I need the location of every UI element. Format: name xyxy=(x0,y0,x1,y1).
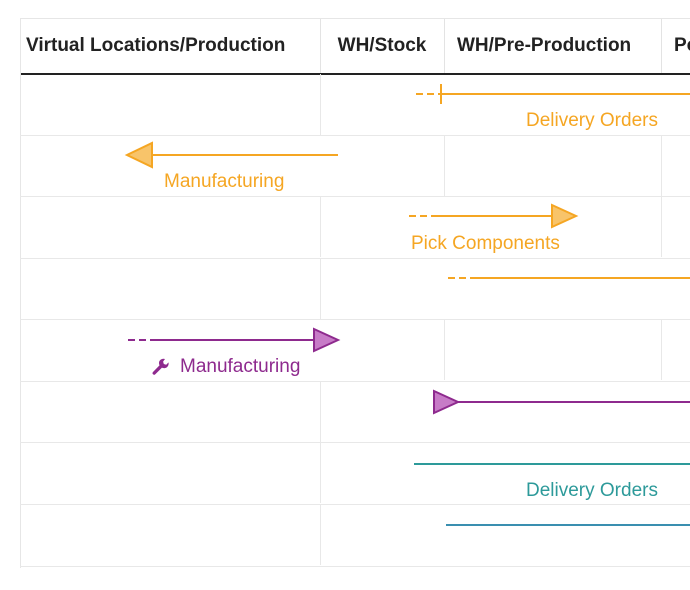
wrench-icon xyxy=(152,358,169,375)
cell-divider xyxy=(320,381,321,442)
route-pick-components: Pick Components xyxy=(409,203,579,254)
cell-divider xyxy=(661,196,662,257)
header-divider xyxy=(661,19,662,73)
row-divider xyxy=(20,196,690,197)
cell-divider xyxy=(320,196,321,257)
route-purple-continuation xyxy=(433,389,690,415)
route-manufacturing-2: Manufacturing xyxy=(128,327,341,377)
route-arrows: Delivery Orders Manufacturing Pick Compo… xyxy=(124,84,690,526)
arrowhead-right-icon xyxy=(551,203,579,229)
row-divider xyxy=(20,442,690,443)
cell-divider xyxy=(320,442,321,503)
route-label: Delivery Orders xyxy=(526,110,658,131)
row-divider xyxy=(20,319,690,320)
route-label: Manufacturing xyxy=(164,171,284,192)
column-header-wh-stock: WH/Stock xyxy=(337,35,427,56)
column-header-row: Virtual Locations/Production WH/Stock WH… xyxy=(20,18,690,75)
column-header-wh-pre-production: WH/Pre-Production xyxy=(457,35,632,56)
row-divider xyxy=(20,135,690,136)
row-divider xyxy=(20,258,690,259)
cell-divider xyxy=(444,135,445,196)
cell-divider xyxy=(320,258,321,319)
arrowhead-left-icon xyxy=(124,141,153,169)
table-left-border xyxy=(20,18,21,568)
route-diagram: Virtual Locations/Production WH/Stock WH… xyxy=(20,18,690,568)
cell-divider xyxy=(661,135,662,196)
cell-divider xyxy=(661,319,662,380)
route-label: Manufacturing xyxy=(180,356,300,377)
route-manufacturing-1: Manufacturing xyxy=(124,141,338,192)
row-divider xyxy=(20,381,690,382)
route-delivery-orders-top: Delivery Orders xyxy=(416,84,690,131)
arrowhead-right-icon xyxy=(313,327,341,353)
row-divider xyxy=(20,504,690,505)
cell-divider xyxy=(320,74,321,135)
route-delivery-orders-bottom: Delivery Orders xyxy=(414,463,690,501)
route-label: Delivery Orders xyxy=(526,480,658,501)
header-divider xyxy=(320,19,321,73)
cell-divider xyxy=(320,504,321,565)
arrowhead-right-icon xyxy=(433,389,461,415)
cell-divider xyxy=(444,319,445,380)
header-divider xyxy=(444,19,445,73)
row-divider xyxy=(20,566,690,567)
column-header-virtual-production: Virtual Locations/Production xyxy=(26,35,286,56)
route-label: Pick Components xyxy=(411,233,560,254)
column-header-post-production: Post-Production xyxy=(674,35,690,56)
